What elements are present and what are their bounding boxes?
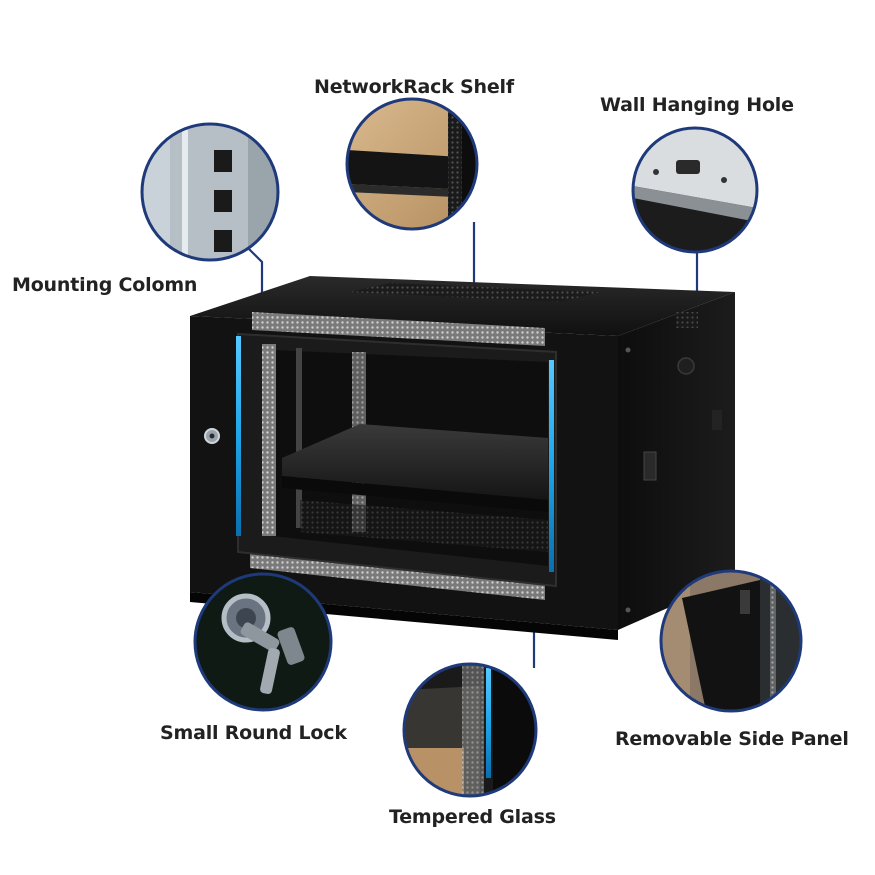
callout-wall-hole	[631, 126, 759, 254]
front-top-vent	[252, 312, 545, 346]
label-mounting-column: Mounting Colomn	[12, 274, 198, 296]
rack-shelf	[282, 424, 548, 500]
top-vent	[350, 283, 600, 302]
cabinet-side	[618, 292, 735, 630]
blue-light-left	[236, 336, 241, 536]
callout-side-panel	[659, 569, 803, 713]
label-wall-hole: Wall Hanging Hole	[600, 94, 794, 116]
label-tempered-glass: Tempered Glass	[389, 806, 556, 828]
label-round-lock: Small Round Lock	[160, 722, 347, 744]
network-cabinet	[190, 276, 735, 640]
mounting-rail-left	[262, 344, 276, 536]
callout-round-lock	[193, 572, 333, 712]
callout-rack-shelf	[345, 97, 479, 231]
side-latch	[643, 451, 657, 481]
label-rack-shelf: NetworkRack Shelf	[314, 76, 514, 98]
callout-tempered-glass	[402, 662, 538, 798]
callout-mounting-column	[140, 122, 280, 262]
side-knockout	[677, 357, 695, 375]
blue-light-right	[549, 360, 554, 572]
label-side-panel: Removable Side Panel	[615, 728, 849, 750]
